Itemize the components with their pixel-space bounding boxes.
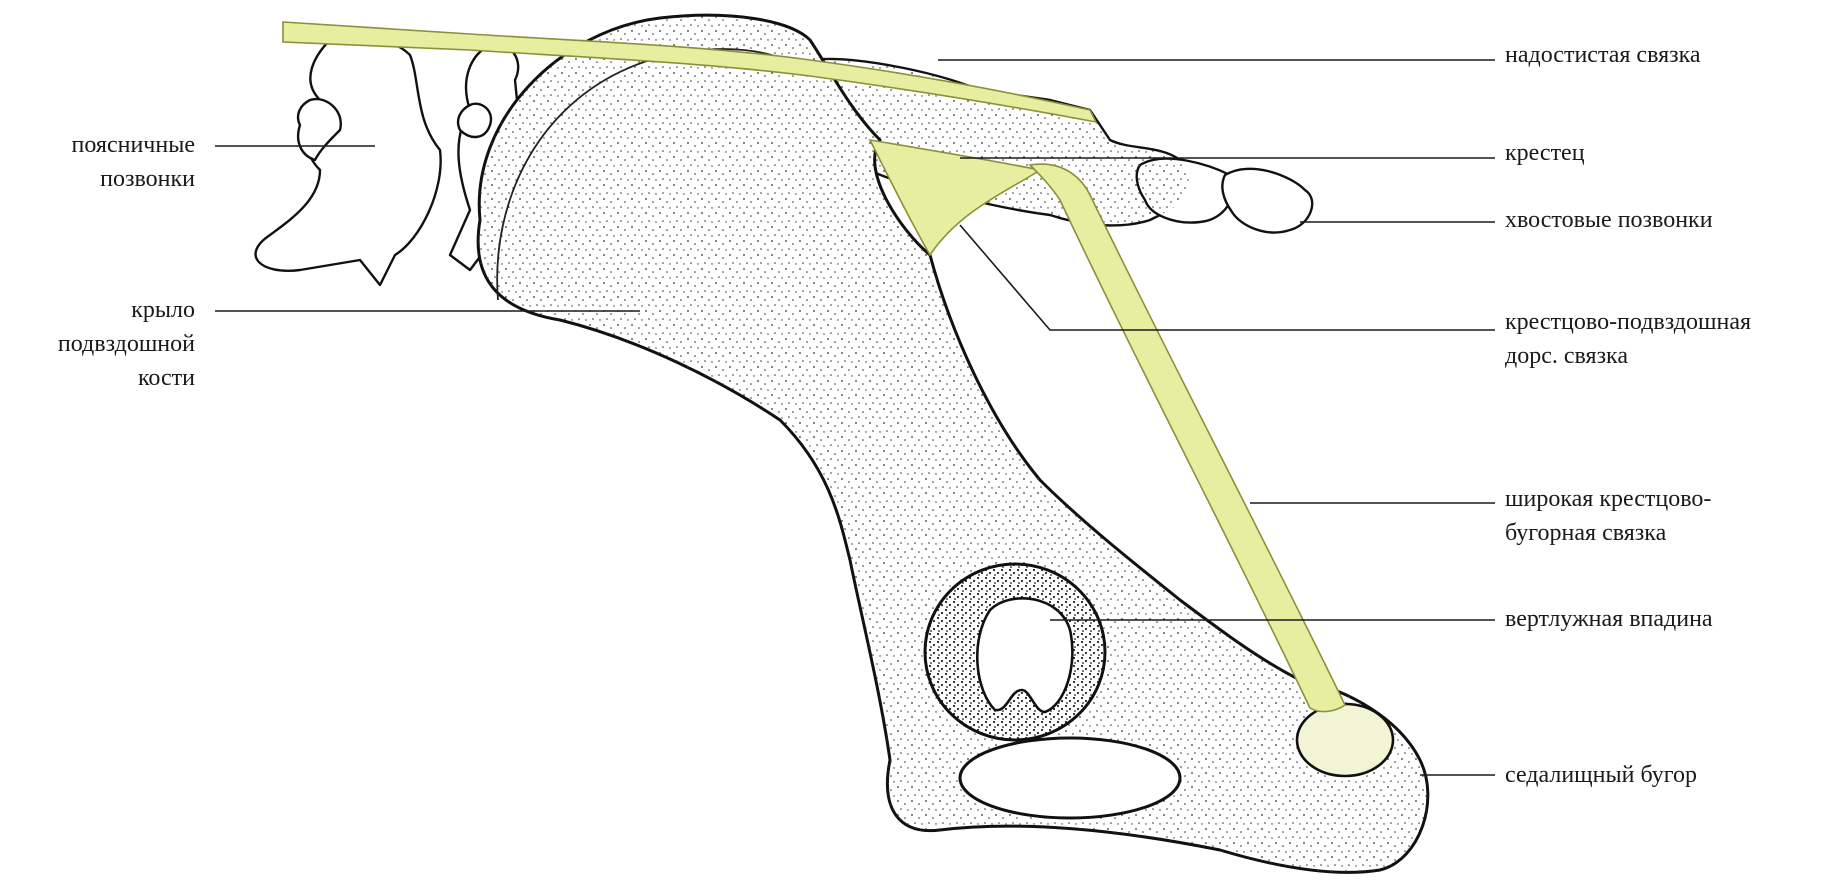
label-dorsal-sacroiliac-ligament: крестцово-подвздошная дорс. связка [1505,305,1751,373]
label-line: седалищный бугор [1505,758,1697,792]
label-ischial-tuber: седалищный бугор [1505,758,1697,792]
label-line: дорс. связка [1505,339,1751,373]
label-line: бугорная связка [1505,516,1711,550]
label-supraspinous-ligament: надостистая связка [1505,38,1701,72]
ischial-tuber-knob [1297,704,1393,776]
label-line: кости [58,361,195,395]
label-line: крестец [1505,136,1585,170]
label-line: позвонки [72,162,195,196]
label-line: надостистая связка [1505,38,1701,72]
label-acetabulum: вертлужная впадина [1505,602,1713,636]
label-line: крыло [58,293,195,327]
label-line: широкая крестцово- [1505,482,1711,516]
label-lumbar-vertebrae: поясничные позвонки [72,128,195,196]
label-sacrotuberous-ligament: широкая крестцово- бугорная связка [1505,482,1711,550]
label-line: крестцово-подвздошная [1505,305,1751,339]
label-line: хвостовые позвонки [1505,203,1713,237]
label-caudal-vertebrae: хвостовые позвонки [1505,203,1713,237]
label-ilium-wing: крыло подвздошной кости [58,293,195,395]
label-sacrum: крестец [1505,136,1585,170]
acetabulum [925,564,1105,740]
label-line: подвздошной [58,327,195,361]
label-line: поясничные [72,128,195,162]
obturator-foramen [960,738,1180,818]
label-line: вертлужная впадина [1505,602,1713,636]
